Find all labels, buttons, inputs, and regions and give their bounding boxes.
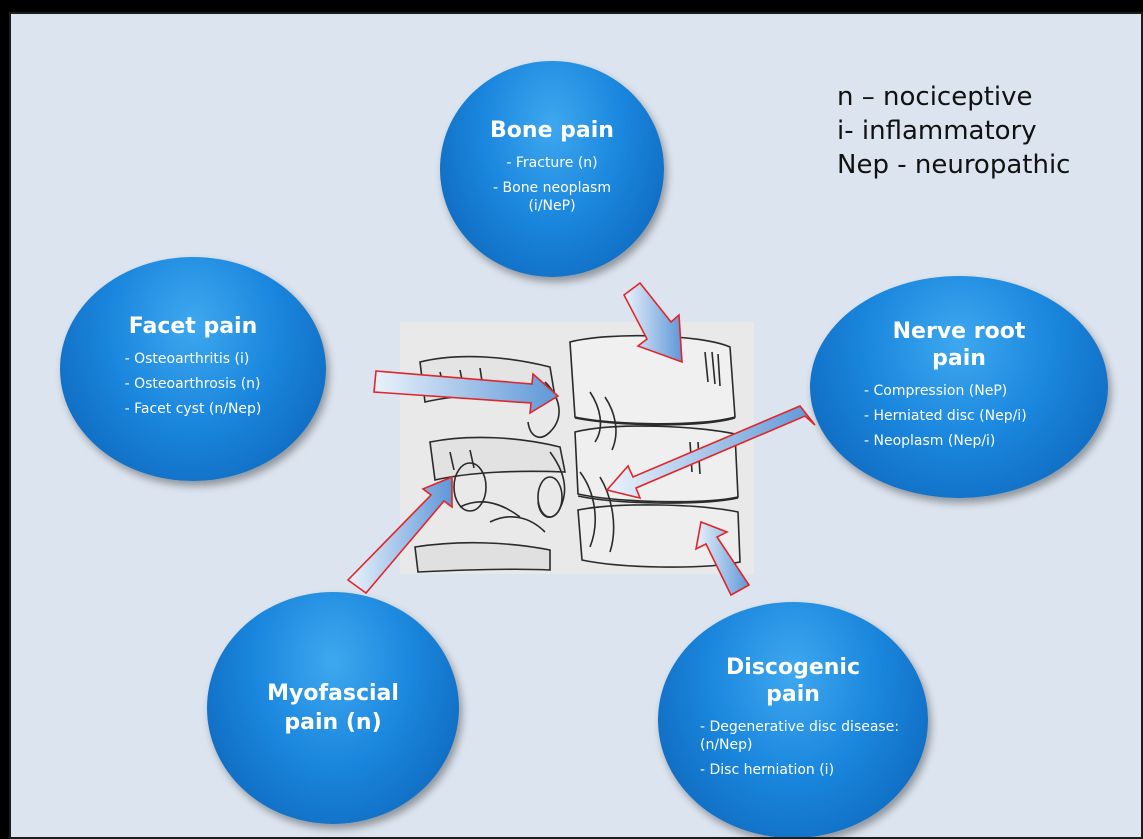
arrow-facet <box>374 371 558 413</box>
node-discogenic-pain-item: - Disc herniation (i) <box>700 761 900 779</box>
node-nerve-root-pain: Nerve root pain - Compression (NeP) - He… <box>810 276 1108 498</box>
arrow-myofascial <box>348 477 452 593</box>
node-discogenic-pain-item: - Degenerative disc disease: (n/Nep) <box>700 718 900 754</box>
node-facet-pain-item: - Facet cyst (n/Nep) <box>125 400 262 418</box>
node-facet-pain-item: - Osteoarthritis (i) <box>125 350 262 368</box>
node-bone-pain: Bone pain - Fracture (n) - Bone neoplasm… <box>440 61 664 277</box>
node-facet-pain-item: - Osteoarthrosis (n) <box>125 375 262 393</box>
node-nerve-root-pain-item: - Neoplasm (Nep/i) <box>864 432 1064 450</box>
arrow-discogenic <box>696 522 749 595</box>
node-bone-pain-item: - Fracture (n) <box>456 154 648 172</box>
node-bone-pain-title: Bone pain <box>490 117 614 144</box>
node-discogenic-pain: Discogenic pain - Degenerative disc dise… <box>658 602 928 838</box>
node-myofascial-pain-title: Myofascial pain (n) <box>219 679 447 737</box>
node-myofascial-pain: Myofascial pain (n) <box>207 592 459 824</box>
node-nerve-root-pain-item: - Compression (NeP) <box>864 382 1064 400</box>
arrow-nerve <box>607 406 815 498</box>
diagram-panel: n – nociceptive i- inflammatory Nep - ne… <box>9 12 1143 839</box>
node-discogenic-pain-title: Discogenic pain <box>674 654 912 708</box>
node-nerve-root-pain-item: - Herniated disc (Nep/i) <box>864 407 1064 425</box>
node-facet-pain-title: Facet pain <box>129 313 258 340</box>
node-nerve-root-pain-title: Nerve root pain <box>826 318 1092 372</box>
arrow-bone <box>624 283 682 362</box>
node-bone-pain-item: - Bone neoplasm (i/NeP) <box>456 179 648 215</box>
node-facet-pain: Facet pain - Osteoarthritis (i) - Osteoa… <box>60 257 326 481</box>
